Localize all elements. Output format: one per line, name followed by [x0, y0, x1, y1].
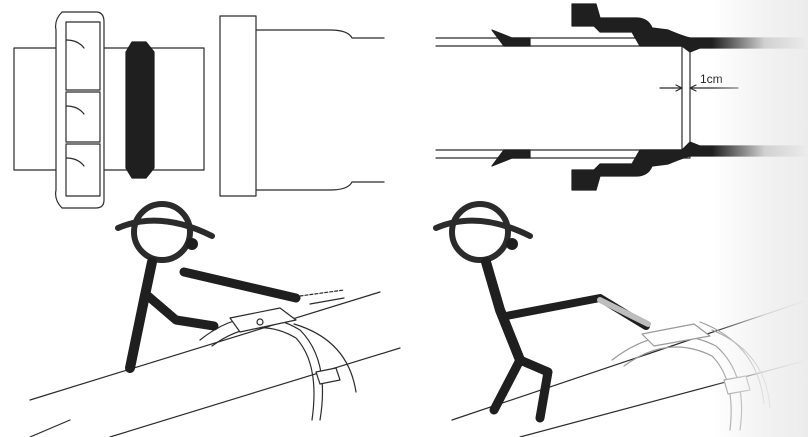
gap-dimension-label: 1cm — [700, 72, 723, 86]
gasket-wedge-bottom — [492, 150, 530, 166]
socket-wall-upper — [572, 4, 808, 52]
worker-head — [134, 204, 190, 260]
socket-cross-section — [436, 4, 808, 190]
worker-body — [130, 262, 152, 368]
socket-body-bottom — [256, 182, 384, 190]
clamp-ring — [200, 317, 323, 420]
gasket-wedge-top — [492, 30, 530, 46]
pipe-top-edge — [30, 292, 380, 400]
worker-fitting-clamp — [30, 204, 400, 437]
rubber-gasket — [126, 42, 154, 178]
worker-arm-lower — [148, 296, 214, 326]
socket-wall-lower — [572, 142, 808, 190]
inserted-pipe — [436, 38, 690, 158]
bolt-hint — [300, 290, 344, 296]
worker-head-right — [452, 204, 508, 260]
worker-arm-upper — [184, 272, 296, 298]
socket-body-top — [256, 30, 384, 38]
worker-tightening-clamp — [436, 204, 808, 437]
socket-flange-plate — [220, 16, 256, 196]
coupling-exploded-view — [14, 12, 384, 208]
pipe-spigot — [14, 48, 204, 170]
